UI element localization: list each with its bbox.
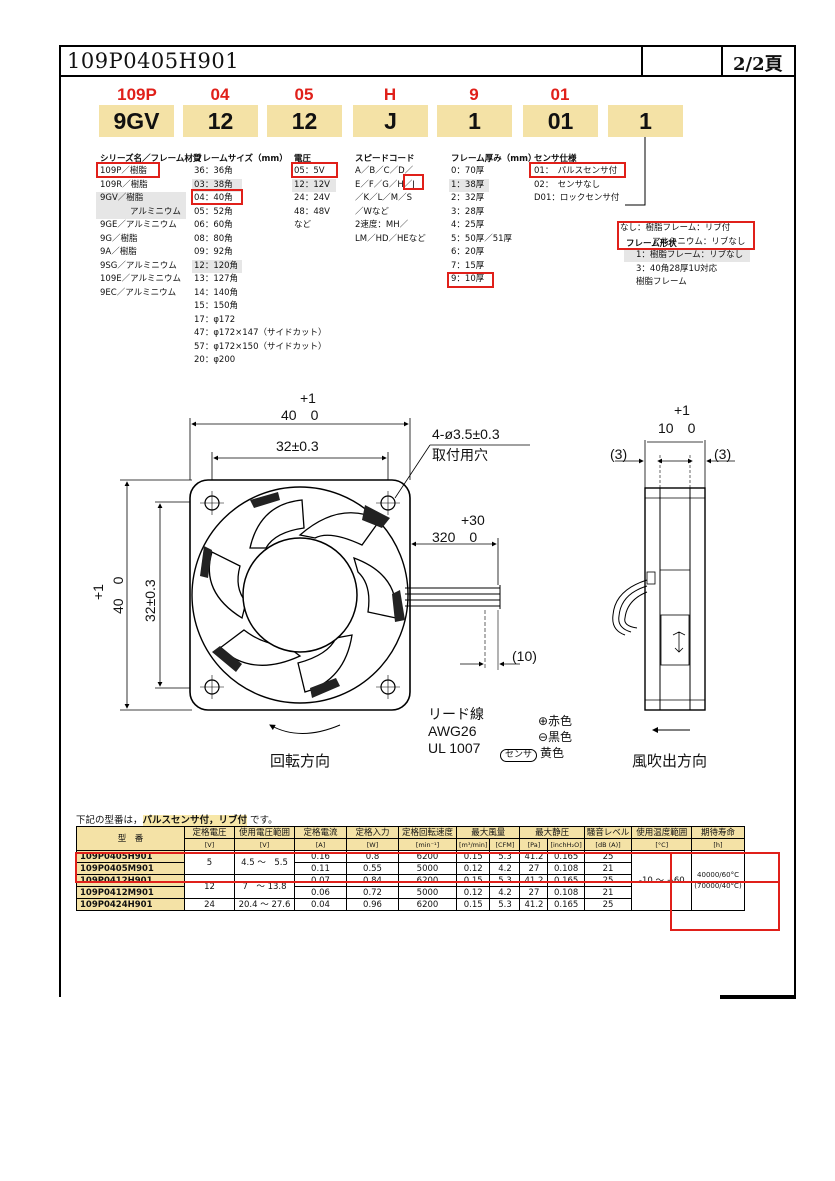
thickness-title: フレーム厚み（mm） bbox=[451, 154, 537, 164]
code-box-thickness: 1 bbox=[437, 105, 512, 137]
side-width: 10 0 bbox=[658, 420, 696, 436]
hole-label: 取付用穴 bbox=[432, 447, 488, 463]
selected-voltage bbox=[291, 162, 338, 178]
code-box-sensor: 01 bbox=[523, 105, 598, 137]
code-top-thickness: 9 bbox=[469, 85, 479, 104]
code-top-size: 04 bbox=[210, 85, 230, 104]
wire-black: ⊖黒色 bbox=[538, 730, 573, 744]
hole-pitch-dimension: 32±0.3 bbox=[276, 438, 319, 454]
temp-life-outline bbox=[670, 852, 780, 931]
width-tolerance: +1 bbox=[300, 390, 316, 406]
speed-title: スピードコード bbox=[355, 154, 415, 164]
rotation-label: 回転方向 bbox=[270, 753, 331, 770]
document-header: 109P0405H901 2/2頁 bbox=[59, 45, 796, 77]
wire-sensor: センサ黄色 bbox=[500, 744, 564, 762]
page-indicator: 2/2頁 bbox=[733, 54, 783, 75]
code-box-frame-shape: 1 bbox=[608, 105, 683, 137]
code-box-size: 12 bbox=[183, 105, 258, 137]
frame-shape-title: フレーム形状 bbox=[626, 239, 677, 249]
code-top-series: 109P bbox=[117, 85, 157, 104]
airflow-label: 風吹出方向 bbox=[632, 753, 708, 770]
page-border-left bbox=[59, 45, 61, 997]
page-border-right bbox=[794, 45, 796, 997]
selected-thickness bbox=[447, 272, 494, 288]
height-dimension: 40 0 bbox=[110, 576, 126, 614]
selected-series bbox=[96, 162, 160, 178]
lead-length: 320 0 bbox=[432, 529, 478, 545]
speed-list: A／B／C／D／ E／F／G／H／J ／K／L／M／S ／Wなど 2速度：MH／… bbox=[355, 166, 426, 244]
hole-callout: 4-ø3.5±0.3 bbox=[432, 426, 500, 442]
selected-frame-shape bbox=[617, 221, 755, 250]
fan-side-view bbox=[612, 440, 735, 733]
frame-size-title: フレームサイズ（mm） bbox=[194, 154, 288, 164]
side-left-dim: (3) bbox=[610, 446, 628, 462]
lead-tolerance: +30 bbox=[461, 512, 485, 528]
code-top-speed: H bbox=[383, 85, 397, 104]
sensor-list: 01： パルスセンサ付 02： センサなし D01：ロックセンサ付 bbox=[534, 166, 620, 203]
series-title: シリーズ名／フレーム材質 bbox=[100, 154, 202, 164]
sensor-title: センサ仕様 bbox=[534, 154, 577, 164]
side-width-tolerance: +1 bbox=[674, 402, 690, 418]
voltage-title: 電圧 bbox=[294, 154, 312, 164]
code-box-voltage: 12 bbox=[267, 105, 342, 137]
lead-wire-spec: リード線 AWG26 UL 1007 bbox=[428, 706, 484, 756]
document-number: 109P0405H901 bbox=[67, 49, 240, 73]
frame-size-list: 36：36角 03：38角 04：40角 05：52角 06：60角 08：80… bbox=[194, 166, 327, 365]
thickness-list: 0：70厚 1：38厚 2：32厚 3：28厚 4：25厚 5：50厚／51厚 … bbox=[451, 166, 513, 284]
spec-note: 下記の型番は，パルスセンサ付，リブ付 です。 bbox=[76, 815, 278, 826]
fan-front-view bbox=[120, 418, 530, 734]
selected-speed bbox=[403, 174, 424, 190]
code-top-voltage: 05 bbox=[294, 85, 314, 104]
page-border-bottom bbox=[720, 995, 796, 999]
selected-sensor bbox=[529, 162, 626, 178]
side-right-dim: (3) bbox=[714, 446, 732, 462]
selected-frame-size bbox=[191, 189, 243, 205]
height-tolerance: +1 bbox=[90, 584, 106, 600]
height-pitch: 32±0.3 bbox=[142, 579, 158, 622]
width-dimension: 40 0 bbox=[281, 407, 319, 423]
wire-red: ⊕赤色 bbox=[538, 714, 573, 728]
table-row: 109P0424H901 24 20.4 ～ 27.6 0.04 0.96 62… bbox=[76, 898, 745, 911]
frame-shape-items: なし：樹脂フレーム：リブ付 アルミニウム：リブなし 1：樹脂フレーム：リブなし … bbox=[620, 223, 746, 287]
table-row: 109P0412H901 12 7 ～ 13.8 0.07 0.84 6200 … bbox=[76, 874, 745, 899]
strip-length: (10) bbox=[512, 648, 537, 664]
code-box-speed: J bbox=[353, 105, 428, 137]
voltage-list: 05：5V 12：12V 24：24V 48：48V など bbox=[294, 166, 330, 230]
code-top-sensor: 01 bbox=[550, 85, 570, 104]
series-list: 109P／樹脂 109R／樹脂 9GV／樹脂 アルミニウム 9GE／アルミニウム… bbox=[100, 166, 182, 298]
frame-shape-leader bbox=[625, 137, 646, 206]
code-box-series: 9GV bbox=[99, 105, 174, 137]
